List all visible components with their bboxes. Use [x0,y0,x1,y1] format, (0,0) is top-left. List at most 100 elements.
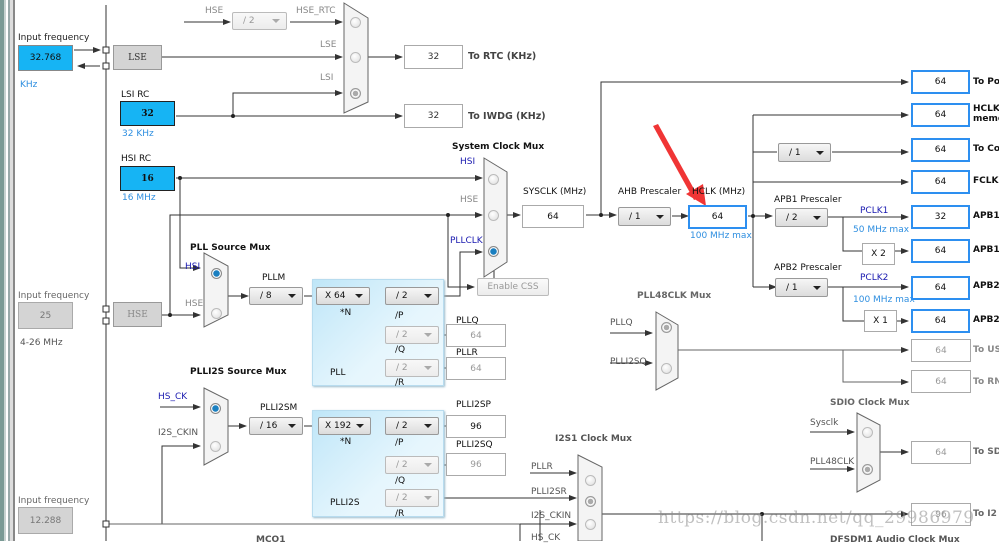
apb1-timer-multiplier: X 2 [862,243,895,265]
sdio-pll48clk-label: PLL48CLK [810,457,855,467]
sysclk-mux-hse-radio[interactable] [488,210,499,221]
plli2sm-value: / 16 [260,421,278,431]
pll-source-hse-label: HSE [185,299,204,309]
plli2sn-value: X 192 [325,421,352,431]
plli2s-source-i2sckin-radio[interactable] [210,441,221,452]
apb2-timer-multiplier: X 1 [864,310,897,332]
sdio-output-value: 64 [911,441,971,464]
i2s1-plli2sr-radio[interactable] [585,496,596,507]
pllq-div-label: /Q [395,345,406,355]
ahb-prescaler-dropdown[interactable]: / 1 [618,207,671,226]
pll-source-hse-radio[interactable] [211,308,222,319]
output-apb1-timer-value[interactable]: 64 [911,239,970,263]
watermark: https://blog.csdn.net/qq_29986979 [658,508,975,528]
pllp-dropdown[interactable]: / 2 [385,287,439,305]
dfsdm-mux-title: DFSDM1 Audio Clock Mux [830,535,960,545]
pllr-dropdown[interactable]: / 2 [385,359,439,377]
i2s1-i2sckin-radio[interactable] [585,519,596,530]
output-apb2-periph-value[interactable]: 64 [911,276,970,300]
plli2sp-div-value: / 2 [396,421,408,431]
sdio-pll48clk-radio[interactable] [862,464,873,475]
chevron-down-icon [813,285,821,290]
plli2sr-div-value: / 2 [396,493,408,503]
output-apb2-periph-label: APB2 [973,281,999,291]
i2s1-output-label: To I2 [973,509,997,519]
pll48-plli2sq-label: PLLI2SQ [610,357,647,367]
apb2-prescaler-dropdown[interactable]: / 1 [775,278,828,297]
plli2sn-dropdown[interactable]: X 192 [318,417,371,435]
apb1-prescaler-value: / 2 [786,212,798,223]
output-apb2-timer-value[interactable]: 64 [911,309,970,333]
pllq-dropdown[interactable]: / 2 [385,326,439,344]
sysclk-mux-pllclk-radio[interactable] [488,246,499,257]
rtc-mux-lsi-radio[interactable] [350,88,361,99]
apb1-prescaler-dropdown[interactable]: / 2 [775,208,828,227]
lse-input-frequency[interactable]: 32.768 [18,45,73,71]
pllm-label: PLLM [262,273,286,283]
i2s1-pllr-radio[interactable] [585,475,596,486]
pclk2-label: PCLK2 [860,273,889,283]
plli2sq-output-value: 96 [446,453,506,476]
pllr-output-value: 64 [446,357,506,380]
plli2sn-label: *N [340,437,352,447]
rtc-hse-label: HSE [205,6,224,16]
output-hclk-value[interactable]: 64 [911,103,970,127]
chevron-down-icon [816,150,824,155]
plli2sr-dropdown[interactable]: / 2 [385,489,439,507]
pllp-label: /P [395,311,404,321]
sdio-mux-title: SDIO Clock Mux [830,398,910,408]
sysclk-mux-hsi-radio[interactable] [488,174,499,185]
pll48-plli2sq-radio[interactable] [661,363,672,374]
hsi-rc-value: 16 [120,166,175,191]
hse-source[interactable]: HSE [113,302,162,327]
chevron-down-icon [424,366,432,370]
plli2s-title: PLLI2S [330,498,360,508]
i2s-input-frequency[interactable]: 12.288 [18,507,73,534]
output-power-value[interactable]: 64 [911,70,970,94]
pll-title: PLL [330,368,346,378]
window-border [13,0,15,541]
hsi-rc-title: HSI RC [121,154,152,164]
sysclk-mux-title: System Clock Mux [452,142,545,152]
pllm-dropdown[interactable]: / 8 [249,287,303,305]
sdio-sysclk-label: Sysclk [810,418,839,428]
chevron-down-icon [424,496,432,500]
hse-input-range: 4-26 MHz [20,338,63,348]
plln-dropdown[interactable]: X 64 [316,287,370,305]
pll-source-hsi-label: HSI [185,262,201,272]
plli2sp-dropdown[interactable]: / 2 [385,417,439,435]
i2s1-hsck-label: HS_CK [531,533,561,543]
plln-label: *N [340,308,352,318]
output-apb1-periph-value[interactable]: 32 [911,205,970,229]
ahb-prescaler-label: AHB Prescaler [618,187,682,197]
chevron-down-icon [424,333,432,337]
rtc-mux-hse-radio[interactable] [350,17,361,28]
plln-value: X 64 [325,291,346,301]
output-cortex-value[interactable]: 64 [911,138,970,162]
pll-source-hsi-radio[interactable] [211,268,222,279]
sdio-sysclk-radio[interactable] [862,427,873,438]
mco1-label: MCO1 [256,535,286,545]
rtc-mux-lse-radio[interactable] [350,52,361,63]
plli2sm-dropdown[interactable]: / 16 [249,417,303,435]
plli2s-source-i2sckin-label: I2S_CKIN [158,428,199,438]
plli2sq-output-label: PLLI2SQ [456,440,493,450]
lse-source[interactable]: LSE [113,45,162,70]
i2s1-plli2sr-label: PLLI2SR [531,487,567,497]
hclk-value[interactable]: 64 [688,205,747,229]
plli2sq-dropdown[interactable]: / 2 [385,456,439,474]
pll48-pllq-radio[interactable] [661,322,672,333]
i2s1-pllr-label: PLLR [531,462,553,472]
cortex-timer-divider[interactable]: / 1 [778,143,831,162]
enable-css-button[interactable]: Enable CSS [477,278,549,296]
chevron-down-icon [356,424,364,428]
hse-input-frequency[interactable]: 25 [18,302,73,329]
i2s1-mux-title: I2S1 Clock Mux [555,434,632,444]
chevron-down-icon [424,463,432,467]
output-fclk-value[interactable]: 64 [911,170,970,194]
hse-rtc-divider[interactable]: / 2 [232,12,287,30]
plli2sp-output-value: 96 [446,415,506,438]
sysclk-mux-hsi-label: HSI [460,157,476,167]
lsi-rc-value: 32 [120,101,175,126]
plli2s-source-hsck-radio[interactable] [210,403,221,414]
